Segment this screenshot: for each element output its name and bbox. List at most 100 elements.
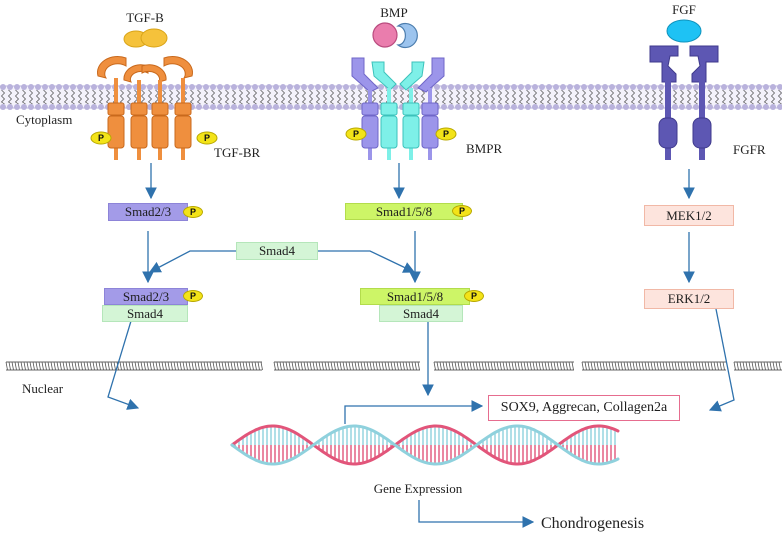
nuclear-envelope-hatch: [282, 361, 285, 371]
nuclear-envelope-hatch: [59, 361, 62, 371]
nuclear-envelope-hatch: [390, 361, 393, 371]
receptor-phospho-marker: [345, 127, 367, 141]
membrane-head: [224, 104, 230, 110]
membrane-head: [14, 84, 20, 90]
nuclear-envelope-hatch: [288, 361, 291, 371]
bmp-complex-smad4-box: Smad4: [379, 305, 463, 322]
membrane-head: [77, 104, 83, 110]
nuclear-envelope-hatch: [50, 361, 53, 371]
nuclear-envelope-hatch: [517, 361, 520, 371]
nuclear-envelope-hatch: [701, 361, 704, 371]
membrane-head: [441, 104, 447, 110]
nuclear-envelope-hatch: [553, 361, 556, 371]
membrane-tail: [756, 89, 761, 105]
membrane-head: [266, 84, 272, 90]
membrane-tail: [350, 89, 355, 105]
dna-helix: [230, 424, 620, 466]
membrane-head: [196, 104, 202, 110]
membrane-head: [322, 84, 328, 90]
nuclear-envelope-hatch: [568, 361, 571, 371]
membrane-tail: [42, 89, 47, 105]
nuclear-envelope-hatch: [565, 361, 568, 371]
membrane-tail: [714, 89, 719, 105]
membrane-head: [581, 84, 587, 90]
bmp-complex-phospho-badge: P: [464, 290, 484, 302]
membrane-tail: [616, 89, 621, 105]
membrane-head: [63, 104, 69, 110]
membrane-head: [0, 84, 6, 90]
membrane-tail: [399, 89, 404, 105]
nuclear-envelope-hatch: [173, 361, 176, 371]
nuclear-envelope-hatch: [417, 361, 420, 371]
membrane-head: [280, 84, 286, 90]
membrane-tail: [483, 89, 488, 105]
membrane-head: [588, 84, 594, 90]
membrane-tail: [777, 89, 782, 105]
membrane-head: [707, 104, 713, 110]
membrane-head: [63, 84, 69, 90]
smad158-box: Smad1/5/8: [345, 203, 463, 220]
nuclear-envelope-hatch: [306, 361, 309, 371]
membrane-tail: [140, 89, 145, 105]
membrane-head: [287, 104, 293, 110]
nuclear-envelope-hatch: [336, 361, 339, 371]
membrane-head: [175, 84, 181, 90]
nuclear-envelope-hatch: [641, 361, 644, 371]
nuclear-envelope-hatch: [635, 361, 638, 371]
membrane-head: [525, 84, 531, 90]
membrane-head: [455, 104, 461, 110]
membrane-tail: [693, 89, 698, 105]
membrane-head: [749, 84, 755, 90]
nuclear-envelope-hatch: [294, 361, 297, 371]
membrane-tail: [0, 89, 5, 105]
membrane-tail: [217, 89, 222, 105]
membrane-head: [42, 84, 48, 90]
bmp-complex-smad158-box: Smad1/5/8: [360, 288, 470, 305]
nuclear-envelope-hatch: [155, 361, 158, 371]
membrane-tail: [497, 89, 502, 105]
nuclear-envelope-hatch: [236, 361, 239, 371]
membrane-tail: [273, 89, 278, 105]
arrow-expression-to-chondrogenesis: [418, 500, 535, 528]
membrane-head: [126, 84, 132, 90]
nuclear-envelope-hatch: [387, 361, 390, 371]
membrane-head: [749, 104, 755, 110]
membrane-head: [623, 84, 629, 90]
fgf-receptor-label: FGFR: [733, 142, 766, 157]
membrane-head: [525, 104, 531, 110]
membrane-tail: [322, 89, 327, 105]
nuclear-envelope-hatch: [778, 361, 781, 371]
nuclear-envelope-hatch: [188, 361, 191, 371]
nuclear-envelope-hatch: [158, 361, 161, 371]
nuclear-envelope-hatch: [689, 361, 692, 371]
membrane-head: [231, 84, 237, 90]
nuclear-envelope-hatch: [363, 361, 366, 371]
dna-strand: [230, 424, 620, 466]
nuclear-envelope-hatch: [101, 361, 104, 371]
membrane-tail: [581, 89, 586, 105]
membrane-head: [651, 84, 657, 90]
membrane-head: [721, 84, 727, 90]
nuclear-envelope-hatch: [520, 361, 523, 371]
membrane-tail: [343, 89, 348, 105]
nuclear-envelope-hatch: [333, 361, 336, 371]
membrane-head: [497, 104, 503, 110]
nuclear-envelope-hatch: [53, 361, 56, 371]
tgf-b-ligand: [123, 28, 168, 48]
bmp-label: BMP: [380, 5, 407, 20]
membrane-head: [259, 84, 265, 90]
membrane-tail: [504, 89, 509, 105]
nuclear-envelope-hatch: [686, 361, 689, 371]
nuclear-envelope-hatch: [550, 361, 553, 371]
nuclear-envelope-hatch: [704, 361, 707, 371]
membrane-head: [448, 104, 454, 110]
nuclear-envelope-hatch: [647, 361, 650, 371]
membrane-head: [0, 104, 6, 110]
membrane-head: [203, 84, 209, 90]
nuclear-envelope-hatch: [212, 361, 215, 371]
nuclear-envelope-hatch: [297, 361, 300, 371]
membrane-head: [280, 104, 286, 110]
membrane-head: [770, 104, 776, 110]
nuclear-envelope-hatch: [89, 361, 92, 371]
nuclear-envelope-hatch: [766, 361, 769, 371]
